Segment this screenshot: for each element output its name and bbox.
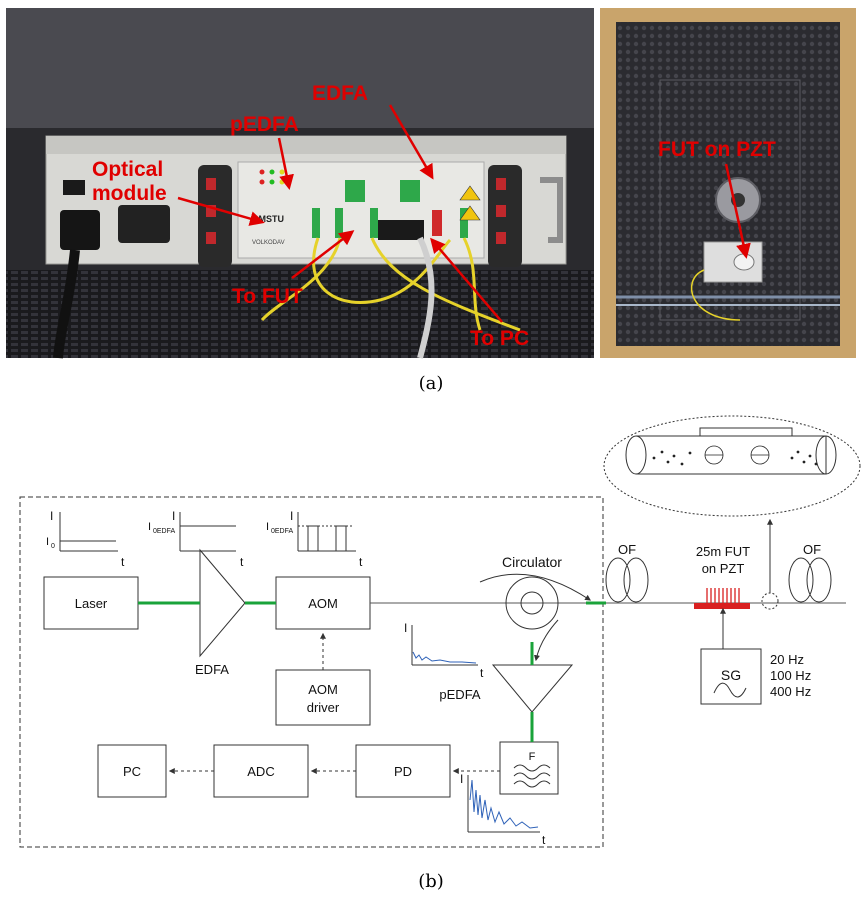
inset-laser-plot	[59, 512, 118, 552]
label-freq-1: 20 Hz	[770, 652, 804, 667]
power-switch-icon	[63, 180, 85, 195]
caption-b: (b)	[418, 871, 444, 892]
sine-wave-icon	[713, 682, 747, 698]
axis-t-backscatter: t	[480, 666, 484, 680]
label-laser: Laser	[75, 596, 108, 611]
label-fut-2: on PZT	[702, 561, 745, 576]
label-aom-driver-2: driver	[307, 700, 340, 715]
fut-coil-icon	[706, 588, 740, 605]
label-edfa: EDFA	[312, 82, 368, 105]
filter-wave-icon	[513, 764, 551, 772]
label-filter: F	[529, 751, 536, 763]
schematic	[19, 415, 861, 848]
label-circulator: Circulator	[502, 554, 562, 570]
device-brand-text: BMSTU	[252, 214, 284, 224]
block-sg	[700, 648, 762, 705]
block-filter	[499, 741, 559, 795]
label-i0edfa: I	[148, 521, 151, 533]
inset-aom-plot	[297, 512, 356, 552]
label-of-left: OF	[618, 542, 636, 557]
label-pc: PC	[123, 764, 141, 779]
inset-backscatter-plot	[411, 625, 478, 666]
label-freq-3: 400 Hz	[770, 684, 811, 699]
label-i0-sub: 0	[51, 543, 55, 550]
label-of-right: OF	[803, 542, 821, 557]
label-fut-1: 25m FUT	[696, 544, 750, 559]
inset-edfa-plot	[179, 512, 236, 552]
axis-i-pd: I	[460, 772, 463, 786]
label-i0edfa-aom: I	[266, 521, 269, 533]
inset-ellipse	[603, 415, 861, 517]
power-plug-icon	[60, 210, 100, 250]
label-i0edfa-aom-sub: 0EDFA	[271, 528, 294, 535]
schematic-labels: Laser AOM AOM driver PC ADC PD F SG EDFA…	[46, 509, 821, 847]
axis-t-laser: t	[121, 555, 125, 569]
label-freq-2: 100 Hz	[770, 668, 811, 683]
axis-t-edfa: t	[240, 555, 244, 569]
spool-right-a	[788, 557, 814, 603]
device-maker-text: VOLKODAV	[252, 240, 285, 246]
label-sg: SG	[721, 667, 741, 683]
block-pc	[97, 744, 167, 798]
label-optical-module-2: module	[92, 182, 167, 205]
label-adc: ADC	[247, 764, 274, 779]
label-to-fut: To FUT	[232, 285, 303, 308]
label-pedfa-amp: pEDFA	[439, 687, 481, 702]
inset-pd-plot	[467, 775, 540, 833]
spool-left-a	[605, 557, 631, 603]
caption-a: (a)	[419, 373, 444, 394]
block-aom-driver	[275, 669, 371, 726]
label-edfa-amp: EDFA	[195, 662, 229, 677]
axis-i-laser: I	[50, 509, 53, 523]
photo-box	[600, 8, 856, 358]
inset-scatterers	[652, 445, 818, 466]
pedfa-triangle	[491, 664, 574, 713]
label-i0: I	[46, 536, 49, 548]
label-pd: PD	[394, 764, 412, 779]
axis-i-aom: I	[290, 509, 293, 523]
axis-i-backscatter: I	[404, 621, 407, 635]
label-aom-driver-1: AOM	[308, 682, 338, 697]
label-optical-module-1: Optical	[92, 158, 163, 181]
label-fut-on-pzt: FUT on PZT	[658, 138, 776, 161]
circulator-icon	[505, 576, 559, 630]
edfa-triangle	[199, 548, 246, 658]
label-i0edfa-sub: 0EDFA	[153, 528, 176, 535]
axis-i-edfa: I	[172, 509, 175, 523]
axis-t-pd: t	[542, 833, 546, 847]
dashed-enclosure	[19, 496, 604, 848]
label-pedfa: pEDFA	[230, 113, 299, 136]
axis-t-aom: t	[359, 555, 363, 569]
label-aom: AOM	[308, 596, 338, 611]
photo-rack: BMSTU VOLKODAV	[6, 8, 594, 359]
photo-annotations: EDFA pEDFA Optical module To FUT To PC F…	[92, 82, 776, 350]
label-to-pc: To PC	[470, 327, 529, 350]
